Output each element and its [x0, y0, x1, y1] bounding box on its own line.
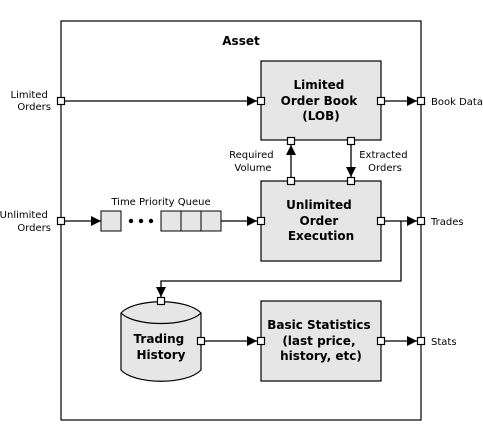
svg-text:Unlimited Orders: Unlimited Orders [0, 210, 51, 234]
book-data-label: Book Data [431, 97, 483, 108]
port-lob-in [256, 96, 266, 106]
svg-text:Basic Statistics (last pri: Basic Statistics (last price, history, e… [267, 318, 375, 363]
execution-label-3: Execution [288, 229, 354, 243]
history-database-lip [120, 312, 202, 325]
port-stats-external [416, 336, 426, 346]
svg-text:Unlimited Order Execut: Unlimited Order Execution [286, 198, 356, 243]
port-exec-out [376, 216, 386, 226]
queue-cell-3 [180, 210, 202, 232]
stats-label: Stats [431, 337, 457, 348]
port-stats-in [256, 336, 266, 346]
unlimited-orders-label-1: Unlimited [0, 210, 48, 221]
extracted-orders-label-1: Extracted [359, 150, 407, 161]
trades-label: Trades [430, 217, 464, 228]
port-history-in [156, 296, 166, 306]
required-volume-label-2: Volume [234, 163, 271, 174]
required-volume-label-1: Required [229, 150, 274, 161]
ports [56, 96, 426, 346]
port-stats-out [376, 336, 386, 346]
queue-cell-1 [100, 210, 122, 232]
unlimited-orders-label-2: Orders [17, 223, 51, 234]
port-lob-extracted [346, 136, 356, 146]
execution-label-1: Unlimited [286, 198, 352, 212]
lob-label-3: (LOB) [302, 109, 340, 123]
lob-label-1: Limited [293, 78, 344, 92]
asset-title: Asset [222, 34, 260, 48]
port-exec-required [286, 176, 296, 186]
port-exec-extracted [346, 176, 356, 186]
port-lob-out [376, 96, 386, 106]
svg-text:Limited Orders: Limited Orders [11, 90, 51, 113]
lob-label-2: Order Book [281, 94, 359, 108]
svg-text:Required Volume: Required Volume [229, 150, 277, 174]
port-history-out [196, 336, 206, 346]
port-unlimited-in [56, 216, 66, 226]
queue-label: Time Priority Queue [110, 197, 210, 208]
port-limited-in [56, 96, 66, 106]
history-label-1: Trading [134, 332, 185, 346]
history-label-2: History [136, 348, 185, 362]
svg-text:Extracted Orders: Extracted Orders [359, 150, 411, 174]
statistics-label-1: Basic Statistics [267, 318, 370, 332]
queue-cell-4 [200, 210, 222, 232]
extracted-orders-label-2: Orders [368, 163, 402, 174]
queue-ellipsis-dot-2 [138, 218, 144, 224]
statistics-label-3: history, etc) [280, 349, 362, 363]
queue-ellipsis-dot-1 [128, 218, 134, 224]
trades-to-history-connector [156, 221, 402, 297]
queue-ellipsis-dot-3 [148, 218, 154, 224]
queue-cell-2 [160, 210, 182, 232]
limited-orders-label-2: Orders [17, 102, 51, 113]
execution-label-2: Order [300, 214, 339, 228]
port-trades-out [416, 216, 426, 226]
svg-text:Trading History: Trading History [134, 332, 189, 362]
statistics-label-2: (last price, [282, 334, 355, 348]
port-book-data-out [416, 96, 426, 106]
port-exec-in [256, 216, 266, 226]
lob-block [260, 60, 382, 141]
port-lob-required [286, 136, 296, 146]
limited-orders-label-1: Limited [11, 90, 48, 101]
svg-text:Limited Order Book (LO: Limited Order Book (LOB) [281, 78, 362, 123]
